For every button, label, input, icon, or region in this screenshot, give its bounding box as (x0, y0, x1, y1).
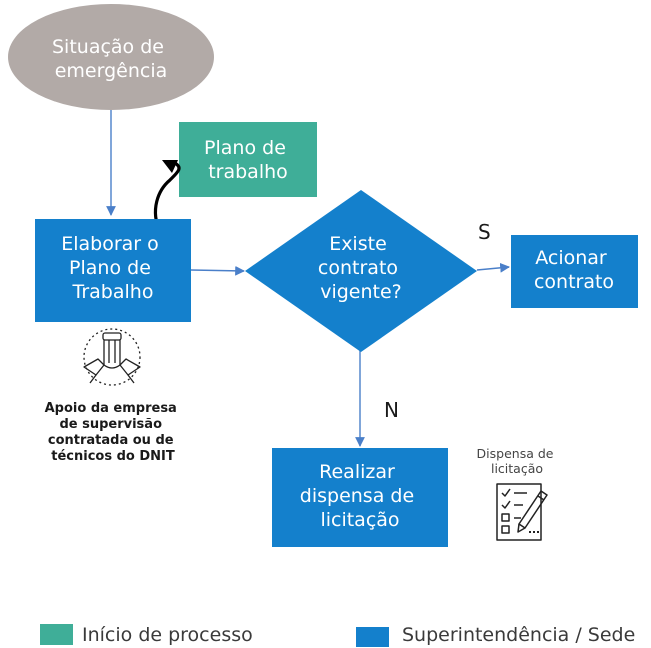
apoio-note-line-2: de supervisão (59, 417, 162, 432)
elaborar-node-line-3: Trabalho (72, 281, 154, 303)
start-node-line-2: emergência (55, 60, 168, 82)
apoio-note: Apoio da empresa de supervisão contratad… (45, 401, 182, 464)
dispensa-node-line-1: Realizar (319, 461, 395, 483)
acionar-node-line-1: Acionar (535, 247, 607, 269)
legend-swatch-start (40, 624, 73, 645)
curved-arrow-to-plano (154, 161, 181, 234)
decision-node-label: Existe contrato vigente? (318, 233, 404, 303)
elaborar-node-label: Elaborar o Plano de Trabalho (61, 233, 165, 303)
acionar-node-line-2: contrato (534, 271, 614, 293)
branch-no-label: N (384, 398, 399, 422)
legend-swatch-sede (356, 627, 389, 647)
start-node-label: Situação de emergência (52, 36, 170, 82)
elaborar-node-line-1: Elaborar o (61, 233, 159, 255)
decision-node (245, 190, 477, 352)
dispensa-node-line-2: dispensa de (300, 485, 414, 507)
checklist-pen-icon (496, 483, 548, 541)
elaborar-node (35, 219, 191, 322)
elaborar-node-line-2: Plano de (69, 257, 151, 279)
acionar-node (511, 235, 638, 308)
dispensa-node-label: Realizar dispensa de licitação (300, 461, 420, 531)
arrow-decision-to-acionar (476, 262, 510, 273)
apoio-note-line-3: contratada ou de (48, 433, 174, 448)
decision-node-line-3: vigente? (320, 281, 402, 303)
apoio-note-line-1: Apoio da empresa (45, 401, 177, 416)
decision-node-line-2: contrato (318, 257, 398, 279)
legend-label-start: Início de processo (82, 624, 253, 646)
plano-node-label: Plano de trabalho (204, 137, 292, 183)
acionar-node-label: Acionar contrato (534, 247, 614, 293)
dispensa-node-line-3: licitação (320, 509, 399, 531)
plano-node (179, 122, 317, 197)
decision-node-line-1: Existe (329, 233, 387, 255)
plano-node-line-1: Plano de (204, 137, 286, 159)
teamwork-hands-icon (83, 328, 141, 386)
dispensa-icon-label: Dispensa de licitação (477, 446, 558, 476)
curved-arrowhead (162, 160, 178, 173)
apoio-note-line-4: técnicos do DNIT (51, 449, 175, 464)
start-node (8, 4, 214, 110)
start-node-line-1: Situação de (52, 36, 164, 58)
legend-label-sede: Superintendência / Sede (402, 624, 635, 646)
dispensa-node (272, 448, 448, 547)
legend: Início de processo Superintendência / Se… (40, 624, 635, 647)
dispensa-icon-label-line-1: Dispensa de (477, 446, 554, 461)
arrow-elaborar-to-decision (190, 265, 245, 276)
plano-node-line-2: trabalho (208, 161, 288, 183)
dispensa-icon-label-line-2: licitação (491, 461, 543, 476)
branch-yes-label: S (478, 220, 491, 244)
